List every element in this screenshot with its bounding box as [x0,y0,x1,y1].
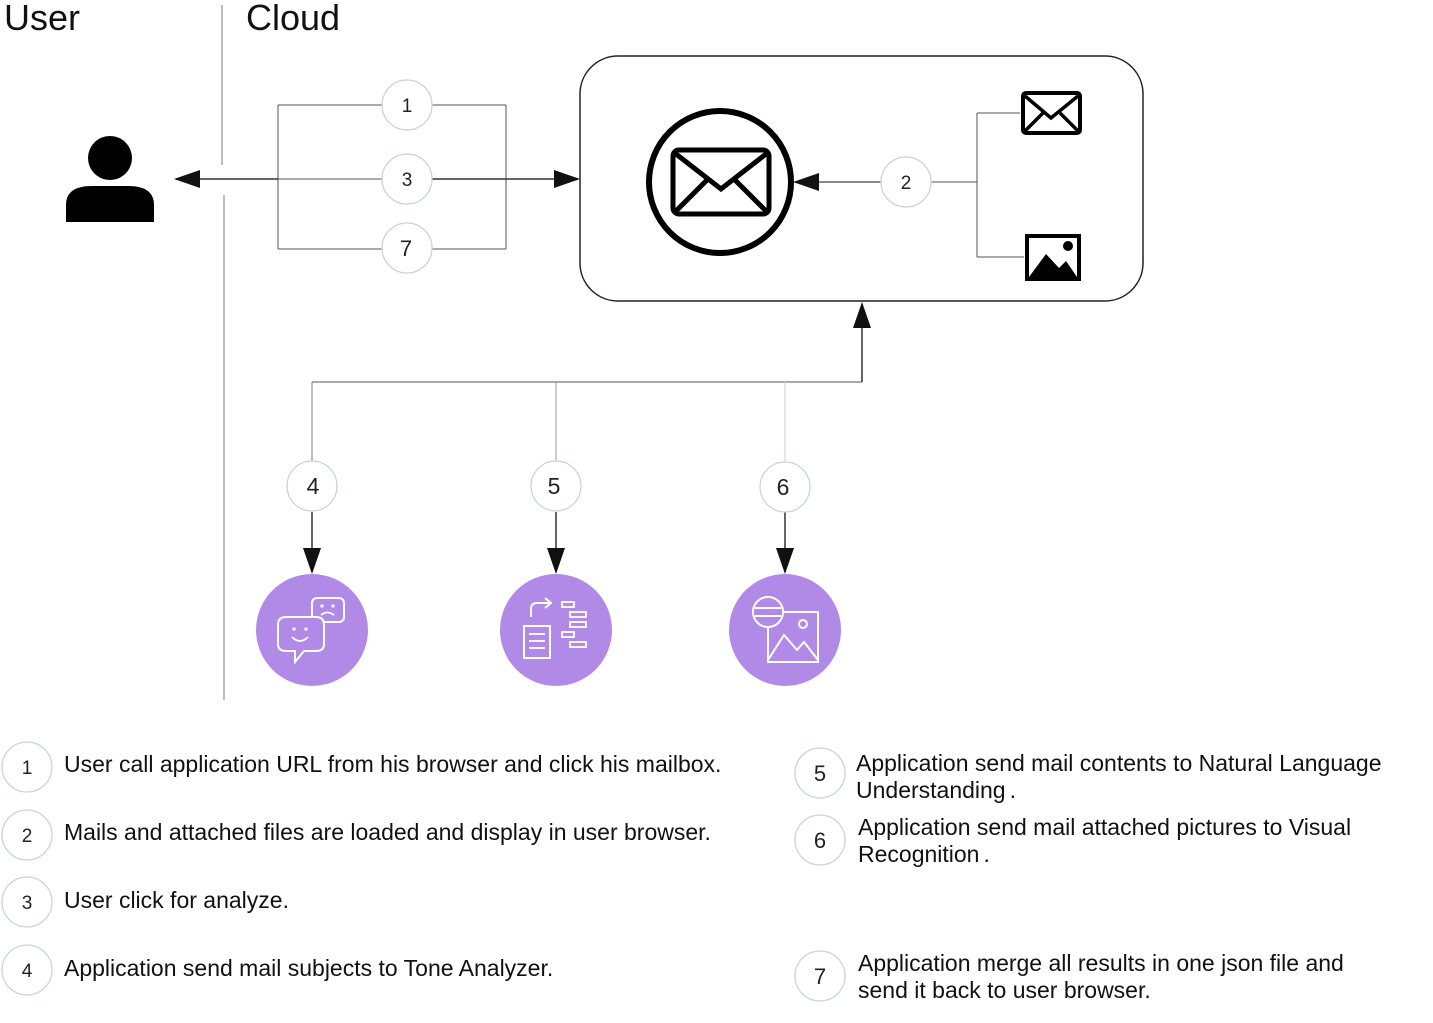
step-5-line-2: Understanding. [856,777,1382,804]
legend-badge-4: 4 [1,944,53,996]
step-6-line-2-text: Recognition [858,841,980,867]
step-5-period: . [1009,777,1016,803]
step-7-line-1: Application merge all results in one jso… [858,950,1344,976]
step-4-text: Application send mail subjects to Tone A… [64,955,554,981]
svg-text:4: 4 [307,473,320,499]
step-6-line-2: Recognition. [858,841,1351,868]
svg-text:7: 7 [814,964,826,989]
data-load-connectors [793,112,1024,258]
svg-text:2: 2 [22,826,33,847]
svg-text:3: 3 [402,170,413,191]
service-connectors [303,302,871,574]
svg-text:2: 2 [901,173,912,194]
legend-badge-6: 6 [794,814,846,866]
svg-text:5: 5 [548,473,561,499]
legend-badge-1: 1 [1,741,53,793]
svg-text:6: 6 [814,828,826,853]
svg-text:6: 6 [777,474,790,500]
step-5-text: Application send mail contents to Natura… [856,750,1382,804]
svg-text:1: 1 [402,96,413,117]
svg-text:1: 1 [22,758,33,779]
legend-badge-5: 5 [794,747,846,799]
step-6-text: Application send mail attached pictures … [858,814,1351,868]
lane-title-user: User [4,0,81,38]
step-7-text: Application merge all results in one jso… [858,950,1344,1004]
image-icon [1025,234,1081,281]
step-6-period: . [983,841,990,867]
user-icon [66,136,154,222]
step-3-text: User click for analyze. [64,887,289,913]
flow-badge-3: 3 [381,153,433,205]
flow-badge-6: 6 [759,461,811,513]
mail-app-icon [646,108,794,256]
step-5-line-2-text: Understanding [856,777,1006,803]
step-1-text: User call application URL from his brows… [64,751,722,777]
visual-recognition-icon [729,574,841,686]
natural-language-understanding-icon [500,574,612,686]
flow-badge-1: 1 [381,79,433,131]
legend-badge-3: 3 [1,876,53,928]
step-6-line-1: Application send mail attached pictures … [858,814,1352,840]
flow-badge-4: 4 [286,460,338,512]
step-5-line-1: Application send mail contents to Natura… [856,750,1382,776]
legend-badge-2: 2 [1,809,53,861]
step-7-line-2: send it back to user browser. [858,977,1151,1003]
svg-text:4: 4 [22,961,33,982]
svg-text:3: 3 [22,893,33,914]
flow-badge-5: 5 [530,460,582,512]
lane-title-cloud: Cloud [246,0,341,38]
tone-analyzer-icon [256,574,368,686]
step-2-text: Mails and attached files are loaded and … [64,819,711,845]
flow-badge-7: 7 [381,222,433,274]
legend-badge-7: 7 [794,950,846,1002]
flow-badge-2: 2 [880,156,932,208]
svg-text:5: 5 [814,761,826,786]
mail-icon [1021,91,1082,135]
svg-text:7: 7 [400,236,412,261]
user-app-connectors [174,104,580,250]
